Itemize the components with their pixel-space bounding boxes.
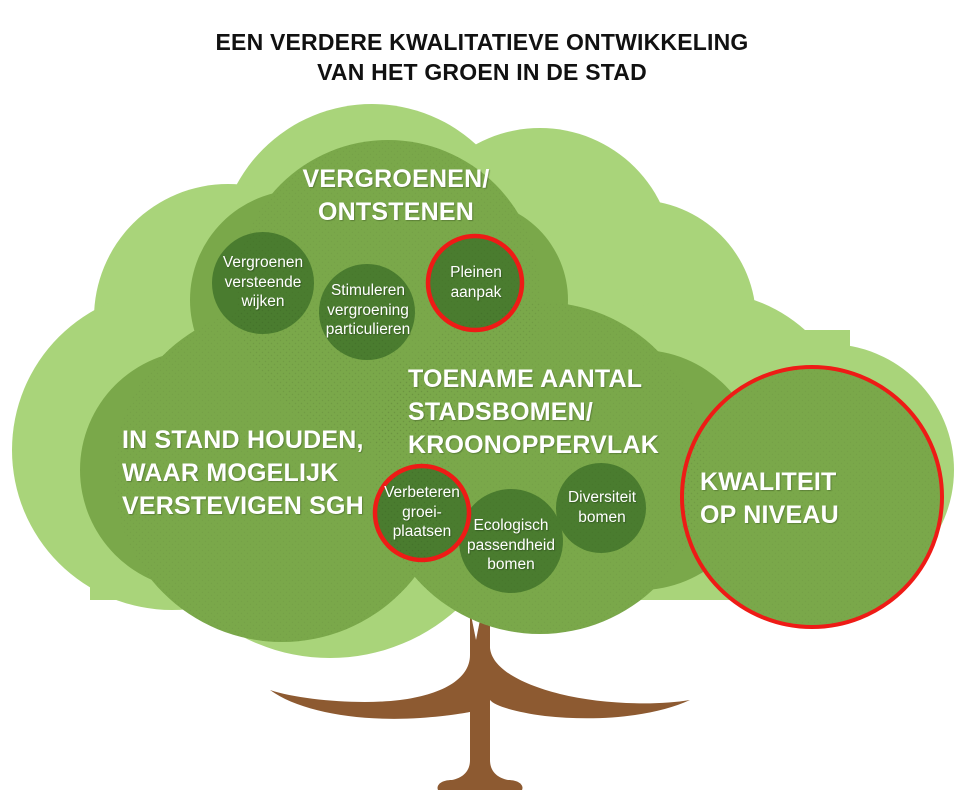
- page-title: EEN VERDERE KWALITATIEVE ONTWIKKELING VA…: [0, 27, 964, 87]
- highlight-ring-kwaliteit-op-niveau: [680, 365, 944, 629]
- page-title-line-2: VAN HET GROEN IN DE STAD: [317, 59, 647, 85]
- page-title-line-1: EEN VERDERE KWALITATIEVE ONTWIKKELING: [215, 29, 749, 55]
- highlight-ring-pleinen-aanpak: [425, 233, 525, 333]
- texture-overlay: [114, 140, 943, 642]
- highlight-rings[interactable]: [372, 233, 944, 629]
- highlight-ring-verbeteren-groeiplaatsen: [372, 463, 472, 563]
